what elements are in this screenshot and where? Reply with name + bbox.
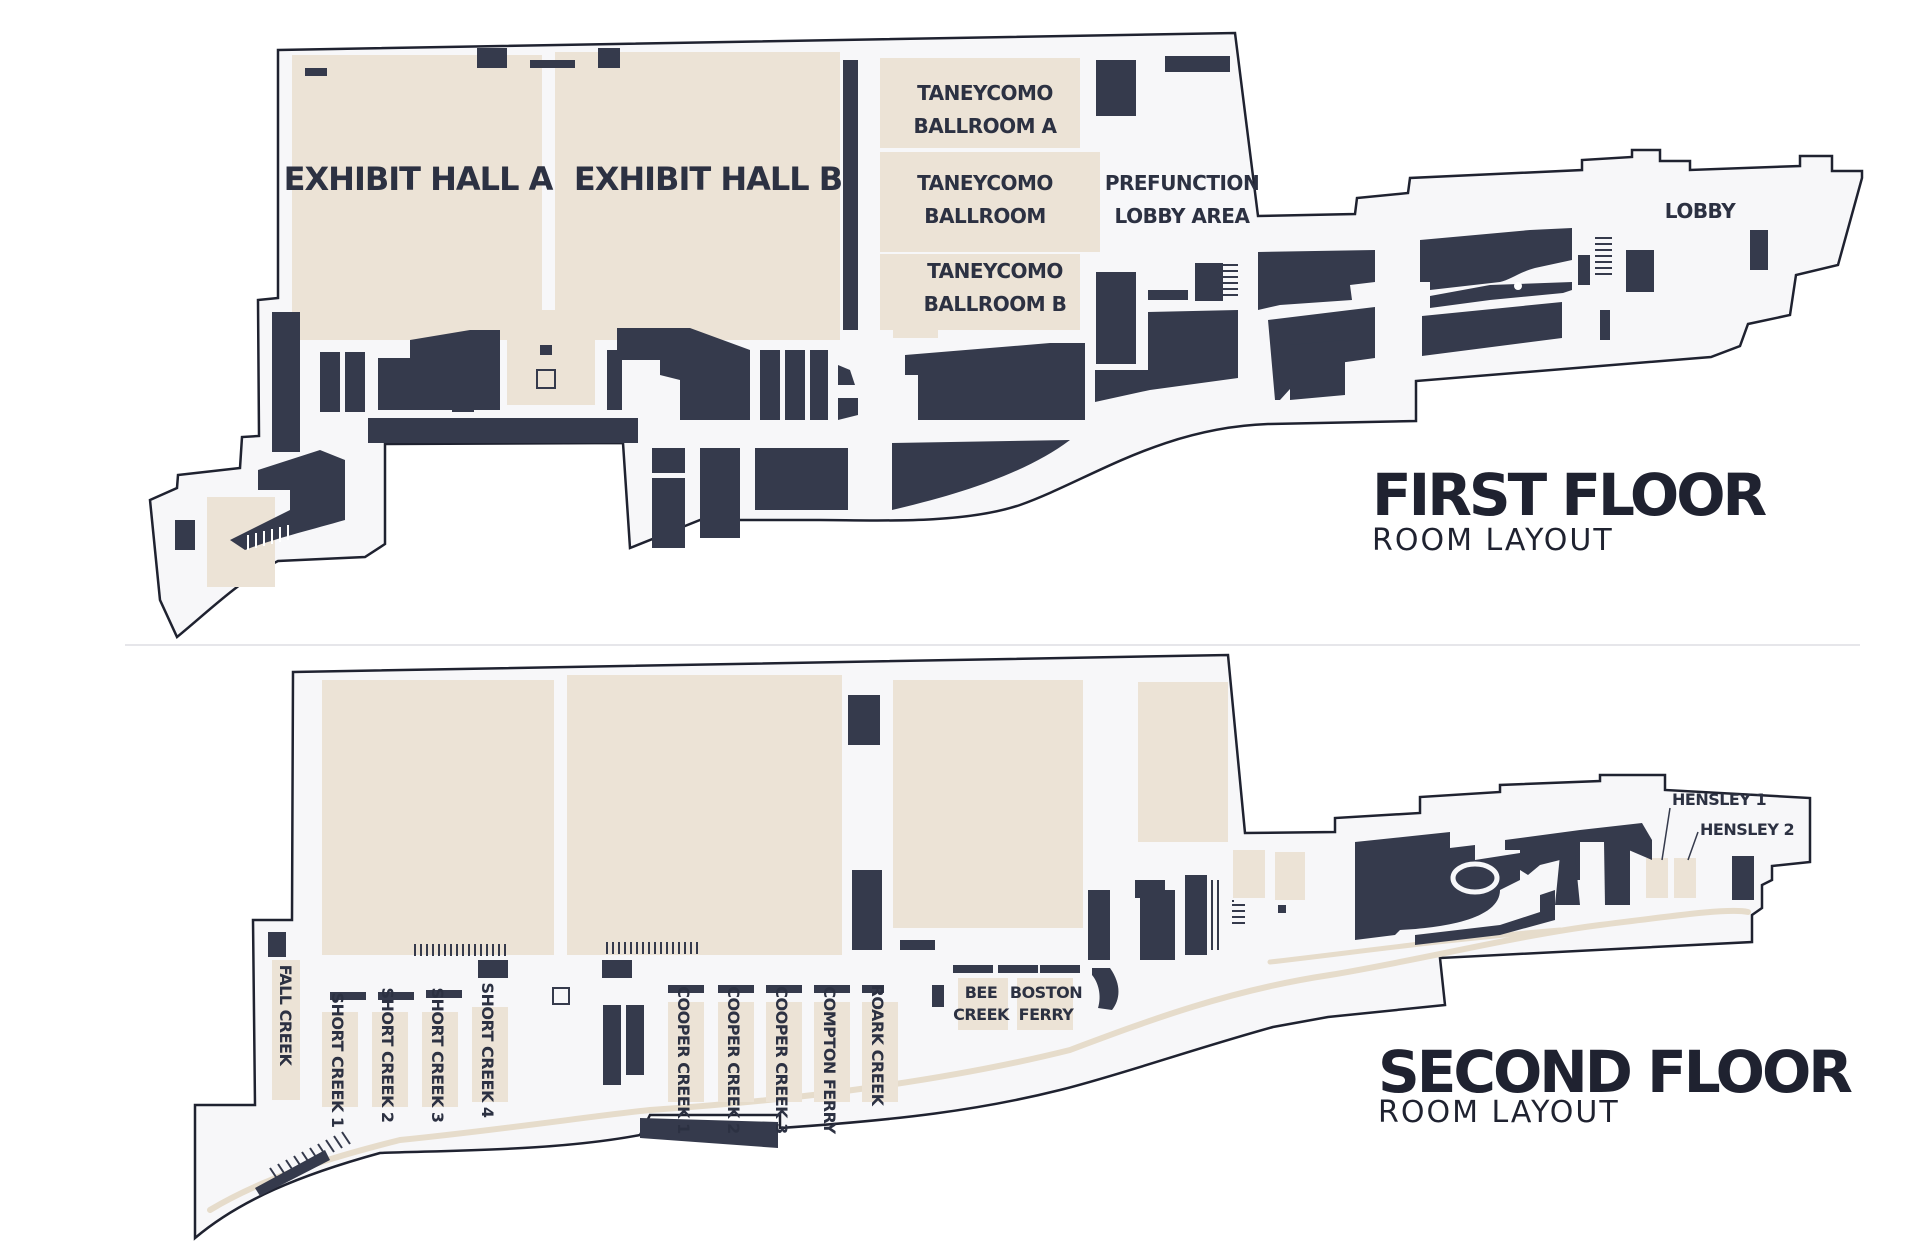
roark-creek-room[interactable]	[862, 1002, 898, 1102]
exhibit-hall-b-room[interactable]	[555, 52, 840, 340]
compton-ferry-label: COMPTON FERRY	[820, 986, 839, 1134]
prefunction-lobby-label-line2: LOBBY AREA	[1115, 204, 1251, 228]
short-creek-4-room[interactable]	[472, 1007, 508, 1102]
second-floor-prefunction-area	[1138, 682, 1228, 842]
fall-creek-room[interactable]	[272, 960, 300, 1100]
second-floor-service-areas	[268, 695, 1754, 1148]
taneycomo-ballroom-b-room[interactable]	[880, 254, 1080, 330]
bee-creek-label-line1: BEE	[965, 983, 998, 1002]
second-floor-atrium-ring-icon	[1450, 861, 1500, 895]
exhibit-hall-a-label: EXHIBIT HALL A	[284, 160, 554, 198]
hensley-2-label: HENSLEY 2	[1700, 820, 1794, 839]
short-creek-3-label: SHORT CREEK 3	[428, 987, 447, 1122]
fall-creek-label: FALL CREEK	[276, 965, 295, 1067]
short-creek-4-label: SHORT CREEK 4	[478, 982, 497, 1117]
hensley-1-room[interactable]	[1646, 858, 1668, 898]
compton-ferry-room[interactable]	[814, 1002, 850, 1102]
taneycomo-ballroom-a-room[interactable]	[880, 58, 1080, 148]
second-floor-exhibit-area-b	[567, 675, 842, 955]
hensley-2-room[interactable]	[1674, 858, 1696, 898]
second-floor-title: SECOND FLOOR	[1378, 1038, 1852, 1106]
cooper-creek-3-room[interactable]	[766, 1002, 802, 1102]
second-floor-elevator-icon	[552, 987, 570, 1005]
taneycomo-ballroom-b-label-line2: BALLROOM B	[924, 292, 1067, 316]
first-floor-subtitle: ROOM LAYOUT	[1372, 523, 1614, 558]
cooper-creek-3-label: COOPER CREEK 3	[772, 986, 791, 1134]
cooper-creek-1-label: COOPER CREEK 1	[674, 986, 693, 1134]
cooper-creek-2-label: COOPER CREEK 2	[724, 986, 743, 1134]
short-creek-1-room[interactable]	[322, 1012, 358, 1107]
taneycomo-ballroom-label-line2: BALLROOM	[924, 204, 1046, 228]
first-floor-stairs-icon	[247, 525, 289, 550]
roark-creek-label: ROARK CREEK	[868, 985, 887, 1107]
lobby-label: LOBBY	[1665, 199, 1736, 223]
exhibit-hall-b-label: EXHIBIT HALL B	[574, 160, 842, 198]
cooper-creek-2-room[interactable]	[718, 1002, 754, 1102]
prefunction-lobby-label-line1: PREFUNCTION	[1105, 171, 1259, 195]
second-floor-subtitle: ROOM LAYOUT	[1378, 1095, 1620, 1130]
taneycomo-ballroom-b-label-line1: TANEYCOMO	[927, 259, 1063, 283]
taneycomo-ballroom-a-label-line2: BALLROOM A	[914, 114, 1058, 138]
boston-ferry-room[interactable]	[1017, 978, 1073, 1030]
taneycomo-ballroom-a-label-line1: TANEYCOMO	[917, 81, 1053, 105]
second-floor-plan: FALL CREEK SHORT CREEK 1 SHORT CREEK 2 S…	[193, 653, 1855, 1241]
short-creek-1-label: SHORT CREEK 1	[328, 992, 347, 1127]
short-creek-2-label: SHORT CREEK 2	[378, 987, 397, 1122]
second-floor-ballroom-area	[893, 680, 1083, 928]
first-floor-entry-hall	[507, 310, 595, 405]
bee-creek-label-line2: CREEK	[953, 1005, 1010, 1024]
exhibit-hall-a-room[interactable]	[292, 55, 542, 340]
first-floor-elevator-icon	[536, 369, 556, 389]
cooper-creek-1-room[interactable]	[668, 1002, 704, 1102]
short-creek-2-room[interactable]	[372, 1012, 408, 1107]
taneycomo-ballroom-label-line1: TANEYCOMO	[917, 171, 1053, 195]
first-floor-title: FIRST FLOOR	[1372, 461, 1767, 529]
bee-creek-room[interactable]	[958, 978, 1008, 1030]
first-floor-service-areas	[175, 48, 1768, 550]
first-floor-plan: EXHIBIT HALL A EXHIBIT HALL B TANEYCOMO …	[148, 31, 1864, 639]
hensley-1-label: HENSLEY 1	[1672, 790, 1767, 809]
boston-ferry-label-line1: BOSTON	[1010, 983, 1082, 1002]
taneycomo-ballroom-room[interactable]	[880, 152, 1100, 252]
second-floor-exhibit-area-a	[322, 680, 554, 955]
boston-ferry-label-line2: FERRY	[1019, 1005, 1075, 1024]
short-creek-3-room[interactable]	[422, 1012, 458, 1107]
second-floor-stairs-icon	[414, 880, 1245, 956]
